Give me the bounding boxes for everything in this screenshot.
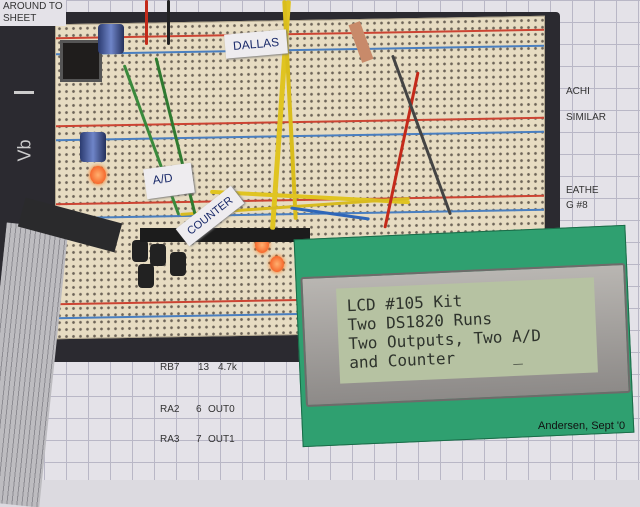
led-red — [270, 256, 284, 272]
ground-symbol-icon — [14, 80, 34, 94]
paper-row-num: 6 — [196, 404, 202, 415]
paper-note-top-left: AROUND TO SHEET — [0, 0, 66, 26]
paper-row-pin: RA2 — [160, 404, 180, 415]
paper-row-val: OUT0 — [208, 404, 235, 415]
paper-note-right: EATHE — [566, 185, 599, 196]
signature: Andersen, Sept '0 — [538, 420, 626, 432]
potentiometer — [60, 40, 102, 82]
paper-row-val: 4.7k — [218, 362, 237, 373]
paper-row-pin: RA3 — [160, 434, 180, 445]
jumper-wire — [145, 0, 148, 45]
paper-row-num: 7 — [196, 434, 202, 445]
vb-marking: Vb — [14, 139, 35, 162]
led-red — [90, 166, 106, 184]
capacitor — [98, 24, 124, 54]
capacitor — [170, 252, 186, 276]
ic-chip — [140, 228, 310, 242]
jumper-wire — [167, 0, 170, 45]
paper-note-right: ACHI — [566, 86, 590, 97]
paper-note-right: G #8 — [566, 200, 588, 211]
paper-note-right: SIMILAR — [566, 112, 607, 123]
capacitor — [132, 240, 148, 262]
paper-row-val: OUT1 — [208, 434, 235, 445]
capacitor — [150, 244, 166, 266]
paper-row-pin: RB7 — [160, 362, 180, 373]
capacitor — [80, 132, 106, 162]
capacitor — [138, 264, 154, 288]
paper-row-num: 13 — [198, 362, 210, 373]
